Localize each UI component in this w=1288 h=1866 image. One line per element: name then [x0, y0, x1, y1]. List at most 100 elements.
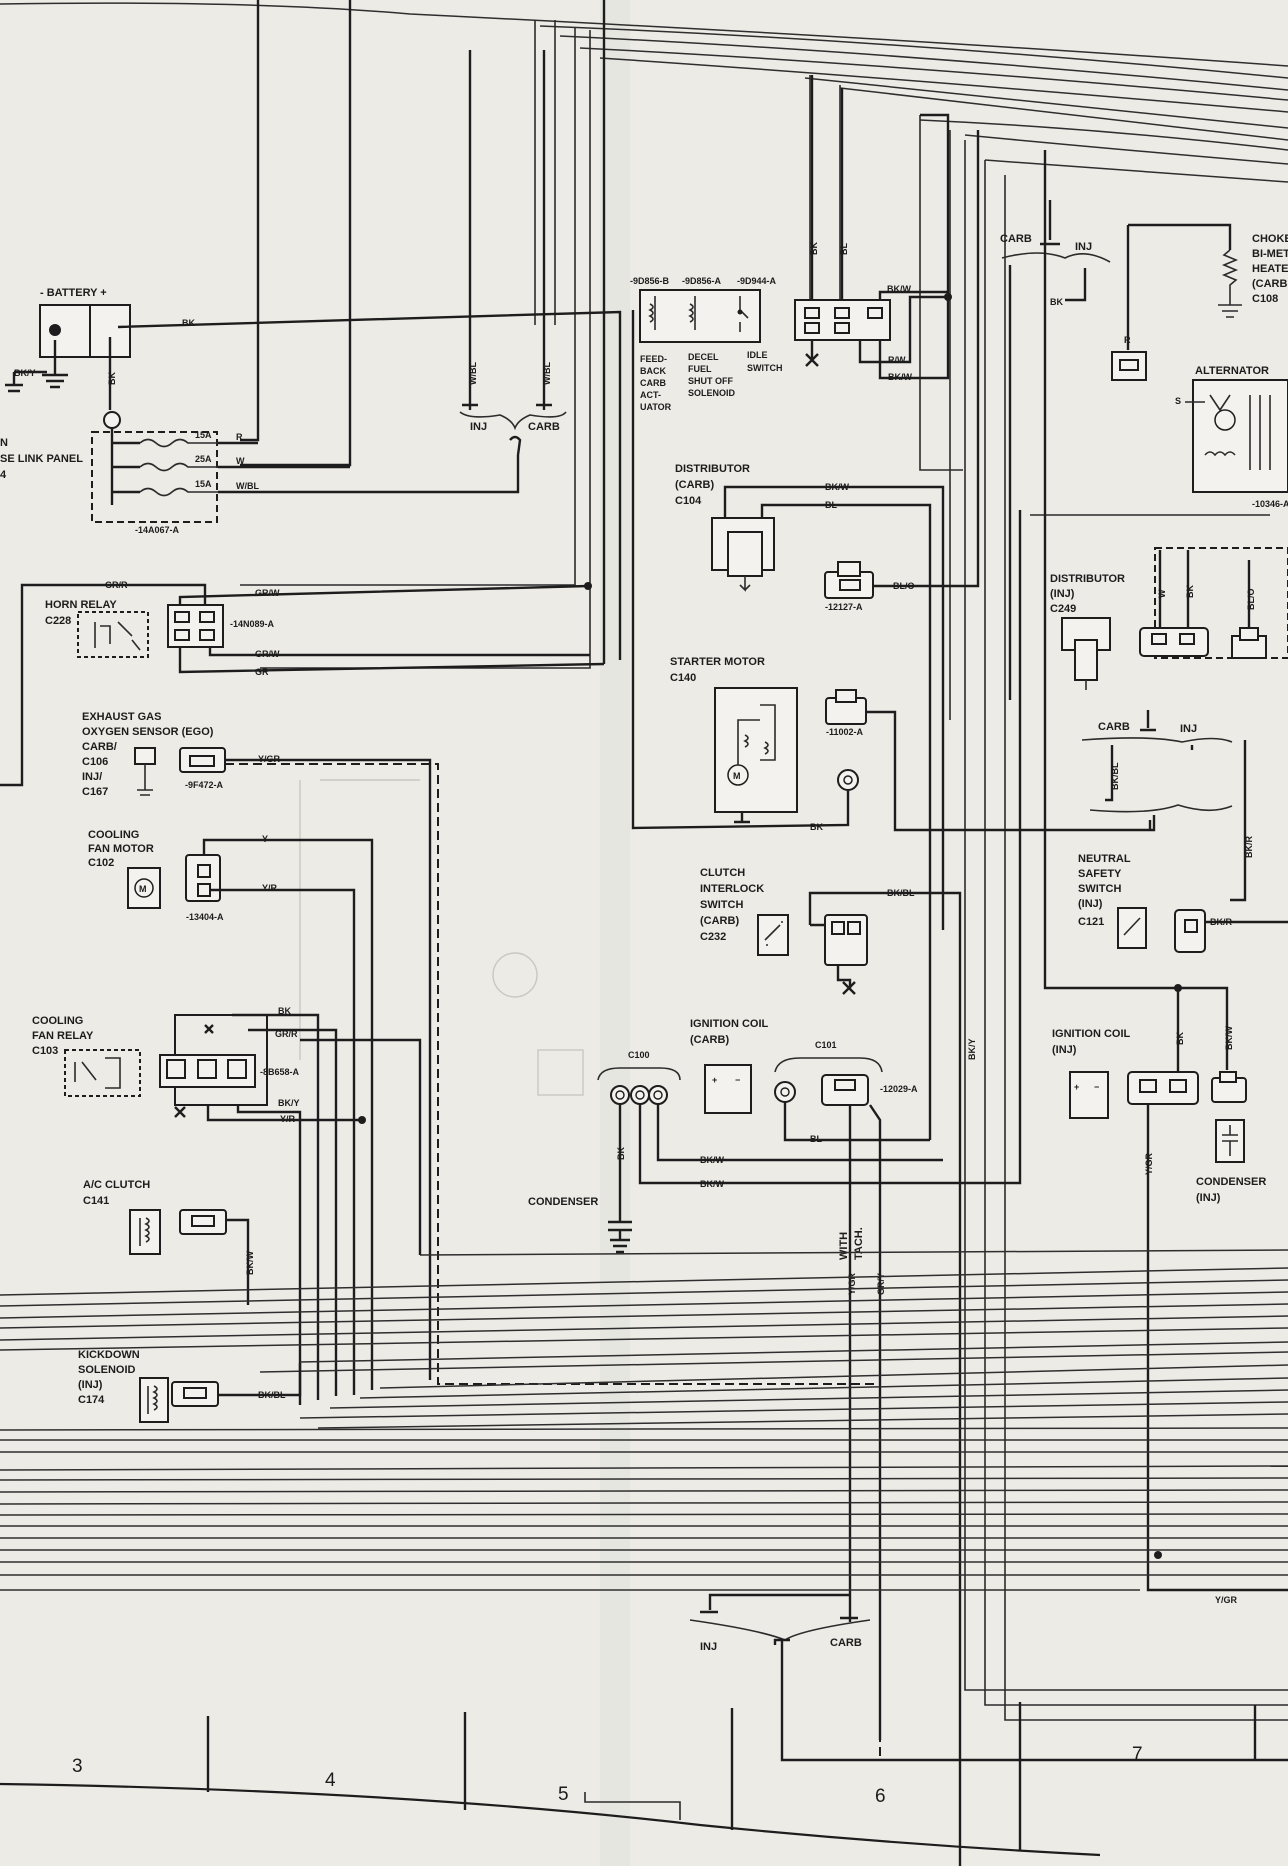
fan-motor-label: C102	[88, 857, 114, 869]
grid-number-6: 6	[875, 1786, 886, 1807]
fan-motor-label: COOLING	[88, 829, 139, 841]
starter-wire: BK	[810, 822, 823, 832]
coil-inj-label: (INJ)	[1052, 1044, 1077, 1056]
horn-relay-part: -14N089-A	[230, 619, 275, 629]
distributor-carb-label: DISTRIBUTOR	[675, 463, 750, 475]
coil-inj-wire-bkw: BK/W	[1224, 1026, 1234, 1050]
coil-carb-label: IGNITION COIL	[690, 1018, 769, 1030]
ego-label: C167	[82, 786, 108, 798]
ac-clutch-label: C141	[83, 1195, 109, 1207]
solenoid-part-1: -9D856-B	[630, 276, 670, 286]
connector-12127: BL/O -12127-A	[824, 130, 980, 612]
solenoid-2-label: DECEL	[688, 352, 719, 362]
grid-number-3: 3	[72, 1756, 83, 1777]
ego-label: INJ/	[82, 771, 102, 783]
condenser: CONDENSER	[528, 1180, 632, 1254]
svg-text:M: M	[733, 771, 741, 781]
dist-inj-wire-w: W	[1157, 589, 1167, 598]
ignition-coil-inj: IGNITION COIL (INJ) + − BK BK/W Y/GR Y/G…	[1043, 150, 1288, 1605]
bottom-inj-label: INJ	[700, 1641, 717, 1653]
solenoid-1-label: BACK	[640, 366, 666, 376]
kickdown-wire: BK/BL	[258, 1390, 286, 1400]
top-wire-bus	[0, 2, 1288, 183]
solenoid-2-label: SHUT OFF	[688, 376, 733, 386]
grid-number-4: 4	[325, 1770, 336, 1791]
carb-inj-mid: CARB INJ BK/BL BK/R	[1081, 710, 1254, 902]
alternator-label: ALTERNATOR	[1195, 365, 1269, 377]
dist-inj-wire-blo: BL/O	[1246, 589, 1256, 611]
horn-wire-gr: GR	[255, 667, 269, 677]
alternator: ALTERNATOR S -10346-A	[1175, 365, 1288, 509]
neutral-label: (INJ)	[1078, 898, 1103, 910]
coil-carb-wire-bk: BK	[616, 1147, 626, 1160]
coil-inj-wire-ygr-bottom: Y/GR	[1215, 1595, 1238, 1605]
carb-solenoids: -9D856-B -9D856-A -9D944-A FEED- BACK CA…	[630, 75, 952, 412]
fan-motor-wire-yr: Y/R	[262, 883, 278, 893]
kickdown-solenoid: KICKDOWN SOLENOID (INJ) C174 BK/BL	[78, 1349, 302, 1423]
clutch-label: SWITCH	[700, 899, 743, 911]
ac-clutch: A/C CLUTCH C141 BK/W	[83, 1179, 255, 1305]
tach-label: TACH.	[853, 1227, 865, 1260]
inj-switch-label: INJ	[1075, 241, 1092, 253]
clutch-label: INTERLOCK	[700, 883, 764, 895]
fan-relay-wire-grr: GR/R	[275, 1029, 298, 1039]
fuse-rating-1: 15A	[195, 430, 212, 440]
starter-label: C140	[670, 672, 696, 684]
connector-12127-part: -12127-A	[825, 602, 863, 612]
fan-motor-label: FAN MOTOR	[88, 843, 154, 855]
condenser-inj-label: (INJ)	[1196, 1192, 1221, 1204]
clutch-label: C232	[700, 931, 726, 943]
distributor-carb: DISTRIBUTOR (CARB) C104 BK/W BL	[675, 463, 945, 1140]
neutral-label: NEUTRAL	[1078, 853, 1131, 865]
ignition-coil-carb: IGNITION COIL (CARB) C100 + − C101 -1202…	[597, 510, 1022, 1740]
fan-relay-wire-bky: BK/Y	[278, 1098, 300, 1108]
ego-label: CARB/	[82, 741, 117, 753]
inj-mid-wire: BK/R	[1244, 836, 1254, 858]
horn-relay-label: HORN RELAY	[45, 599, 117, 611]
solenoid-wire-rw: R/W	[888, 355, 906, 365]
carb-mid-wire: BK/BL	[1110, 762, 1120, 790]
horn-relay: GR/R HORN RELAY C228 -14N089-A GR/W GR/W…	[0, 0, 606, 787]
lower-wire-bus	[0, 1038, 1288, 1591]
coil-carb-wire-bkw2: BK/W	[700, 1179, 724, 1189]
choke-label: (CARB	[1252, 278, 1287, 290]
ego-label: OXYGEN SENSOR (EGO)	[82, 726, 214, 738]
alternator-part: -10346-A	[1252, 499, 1288, 509]
distributor-inj-label: C249	[1050, 603, 1076, 615]
tach-label: WITH	[838, 1232, 850, 1260]
kickdown-label: KICKDOWN	[78, 1349, 140, 1361]
carb-inj-top-wire: BK	[1050, 297, 1063, 307]
coil-inj-wire-ygr: Y/GR	[1144, 1152, 1154, 1175]
coil-inj-wire-bk: BK	[1175, 1032, 1185, 1045]
coil-inj-label: IGNITION COIL	[1052, 1028, 1131, 1040]
svg-text:−: −	[1094, 1082, 1099, 1092]
carb-top-wire: W/BL	[542, 362, 552, 385]
solenoid-wire-bk: BK	[809, 242, 819, 255]
ac-clutch-label: A/C CLUTCH	[83, 1179, 150, 1191]
battery-wire-label: BK	[182, 318, 195, 328]
carb-switch-label: CARB	[1000, 233, 1032, 245]
coil-carb-part: -12029-A	[880, 1084, 918, 1094]
fan-relay-wire-bk: BK	[278, 1006, 291, 1016]
inj-carb-selector-top: W/BL W/BL INJ CARB	[459, 50, 567, 456]
horn-wire-grr: GR/R	[105, 580, 128, 590]
solenoid-1-label: FEED-	[640, 354, 667, 364]
condenser-label: CONDENSER	[528, 1196, 598, 1208]
dist-carb-wire-bkw: BK/W	[825, 482, 849, 492]
bottom-carb-label: CARB	[830, 1637, 862, 1649]
condenser-inj-label: CONDENSER	[1196, 1176, 1266, 1188]
solenoid-2-label: FUEL	[688, 364, 712, 374]
fan-relay-wire-yr: Y/R	[280, 1114, 296, 1124]
solenoid-1-label: CARB	[640, 378, 666, 388]
neutral-wire: BK/R	[1210, 917, 1232, 927]
solenoid-part-2: -9D856-A	[682, 276, 722, 286]
fan-relay-part: -8B658-A	[260, 1067, 300, 1077]
neutral-safety-switch: NEUTRAL SAFETY SWITCH (INJ) C121 BK/R	[1078, 853, 1288, 953]
solenoid-part-3: -9D944-A	[737, 276, 777, 286]
grid-number-7: 7	[1132, 1744, 1143, 1765]
connector-12127-wire: BL/O	[893, 581, 915, 591]
grid-border: 3 4 5 6 7	[0, 1702, 1257, 1857]
fuse-rating-2: 25A	[195, 454, 212, 464]
ac-clutch-wire: BK/W	[245, 1251, 255, 1275]
choke-wire: R	[1124, 335, 1131, 345]
